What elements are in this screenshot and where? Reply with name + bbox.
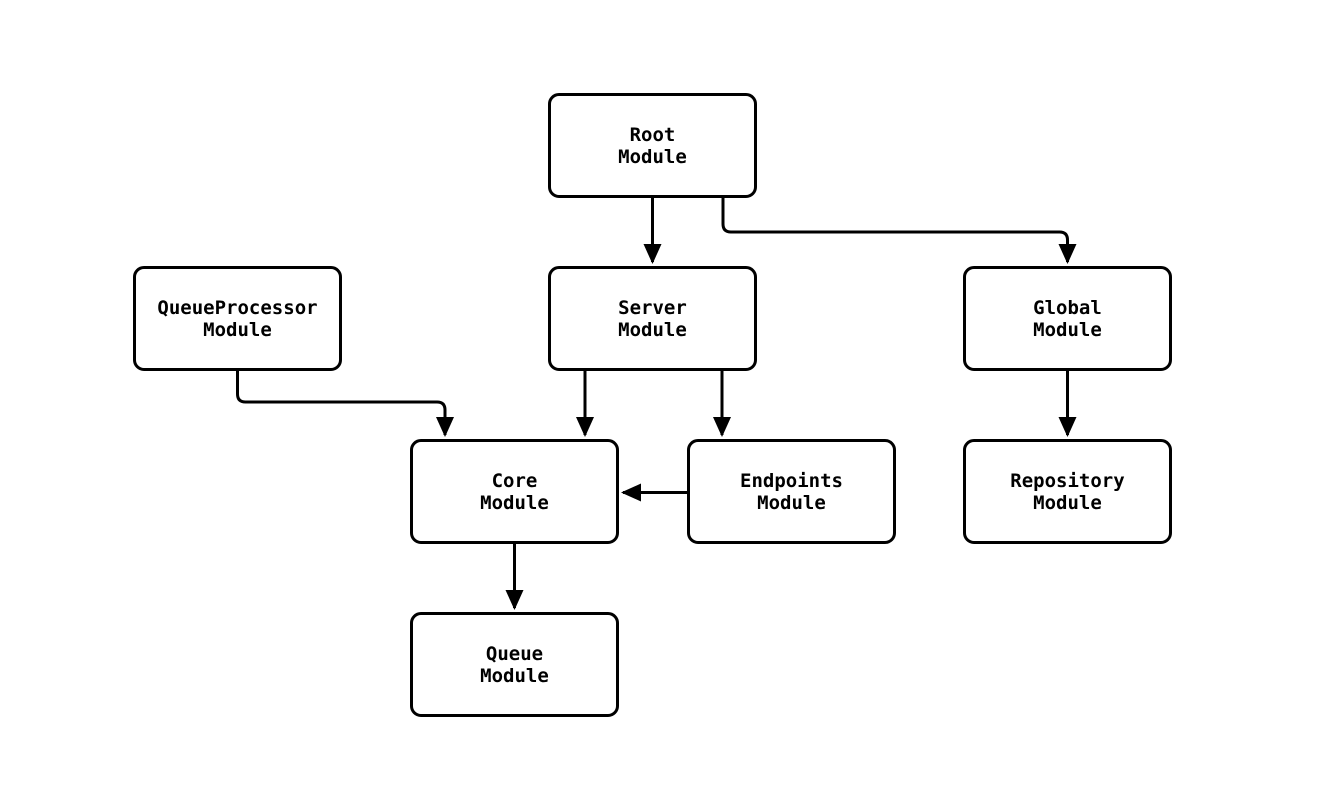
node-label-line: Module [1033,318,1102,341]
node-server-module: Server Module [548,266,757,371]
node-global-module: Global Module [963,266,1172,371]
node-queue-module: Queue Module [410,612,619,717]
node-label-line: Module [757,491,826,514]
node-label-line: Module [618,145,687,168]
node-endpoints-module: Endpoints Module [687,439,896,544]
edge-root-to-global [721,198,1077,264]
node-label-line: Repository [1010,469,1125,492]
node-label-line: Root [629,123,676,146]
node-label-line: Module [1033,491,1102,514]
node-repository-module: Repository Module [963,439,1172,544]
node-core-module: Core Module [410,439,619,544]
node-label-line: QueueProcessor [157,296,318,319]
node-label-line: Global [1033,296,1102,319]
node-label-line: Module [480,491,549,514]
node-label-line: Core [491,469,538,492]
node-label-line: Module [203,318,272,341]
node-queueprocessor-module: QueueProcessor Module [133,266,342,371]
node-label-line: Queue [485,642,544,665]
node-root-module: Root Module [548,93,757,198]
node-label-line: Endpoints [740,469,843,492]
node-label-line: Server [618,296,687,319]
node-label-line: Module [618,318,687,341]
node-label-line: Module [480,664,549,687]
edge-queueprocessor-to-core [236,371,454,437]
